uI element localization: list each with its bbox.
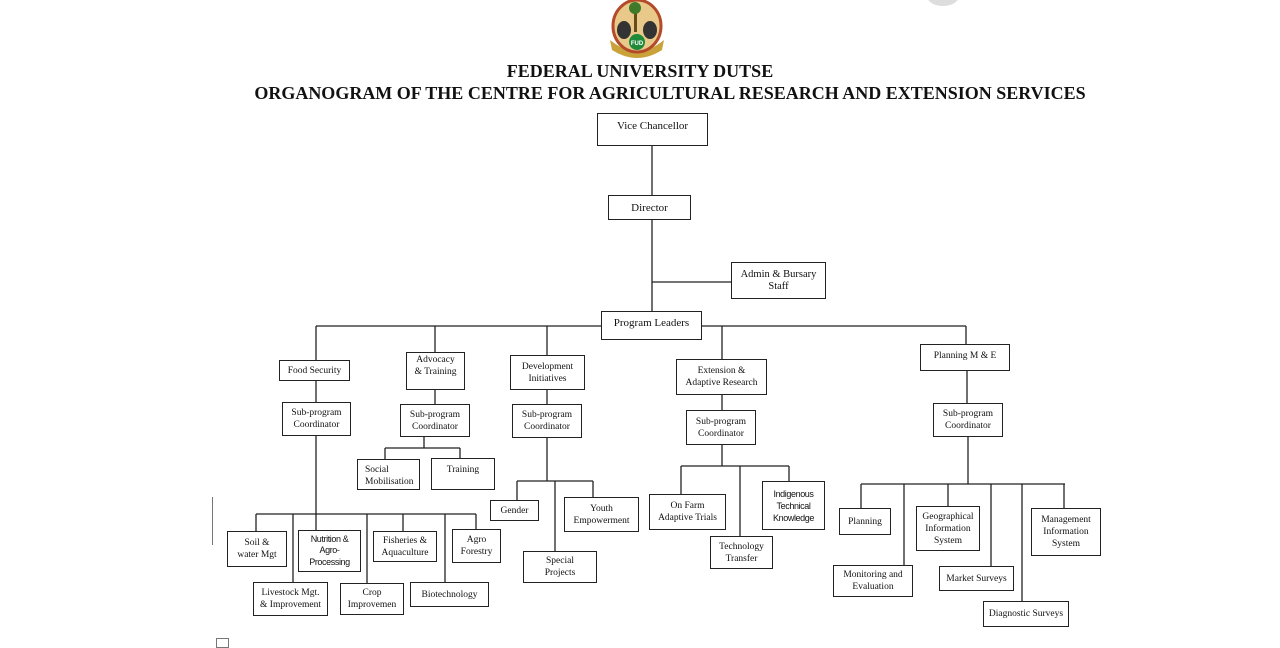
node-mis: Management Information System bbox=[1031, 508, 1101, 556]
university-title: FEDERAL UNIVERSITY DUTSE bbox=[506, 61, 774, 81]
node-diagnostic-surveys: Diagnostic Surveys bbox=[983, 601, 1069, 627]
node-special-projects: Special Projects bbox=[523, 551, 597, 583]
node-technology-transfer: Technology Transfer bbox=[710, 536, 773, 569]
node-soil-water: Soil & water Mgt bbox=[227, 531, 287, 567]
node-nutrition-agro-processing: Nutrition & Agro- Processing bbox=[298, 530, 361, 572]
node-fisheries-aquaculture: Fisheries & Aquaculture bbox=[373, 531, 437, 562]
node-admin-bursary: Admin & Bursary Staff bbox=[731, 262, 826, 299]
node-on-farm-trials: On Farm Adaptive Trials bbox=[649, 494, 726, 530]
university-logo: FUD bbox=[610, 0, 664, 58]
node-youth-empowerment: Youth Empowerment bbox=[564, 497, 639, 532]
node-agro-forestry: Agro Forestry bbox=[452, 529, 501, 563]
node-program-leaders: Program Leaders bbox=[601, 311, 702, 340]
node-market-surveys: Market Surveys bbox=[939, 566, 1014, 591]
grey-circle bbox=[927, 0, 959, 6]
node-sub-coordinator-food: Sub-program Coordinator bbox=[282, 402, 351, 436]
edge-square bbox=[216, 638, 229, 648]
node-monitoring-evaluation: Monitoring and Evaluation bbox=[833, 565, 913, 597]
node-livestock: Livestock Mgt. & Improvement bbox=[253, 582, 328, 616]
node-sub-coordinator-extension: Sub-program Coordinator bbox=[686, 410, 756, 445]
node-biotechnology: Biotechnology bbox=[410, 582, 489, 607]
node-development-initiatives: Development Initiatives bbox=[510, 355, 585, 390]
node-social-mobilisation: Social Mobilisation bbox=[357, 459, 420, 490]
node-crop-improvement: Crop Improvemen bbox=[340, 583, 404, 615]
edge-mark bbox=[212, 497, 213, 545]
node-vice-chancellor: Vice Chancellor bbox=[597, 113, 708, 146]
node-extension-adaptive-research: Extension & Adaptive Research bbox=[676, 359, 767, 395]
organogram-title: ORGANOGRAM OF THE CENTRE FOR AGRICULTURA… bbox=[254, 83, 1086, 103]
node-sub-coordinator-development: Sub-program Coordinator bbox=[512, 404, 582, 438]
node-director: Director bbox=[608, 195, 691, 220]
node-food-security: Food Security bbox=[279, 360, 350, 381]
node-sub-coordinator-planning: Sub-program Coordinator bbox=[933, 403, 1003, 437]
node-training: Training bbox=[431, 458, 495, 490]
svg-text:FUD: FUD bbox=[631, 41, 644, 47]
node-gis: Geographical Information System bbox=[916, 506, 980, 551]
node-sub-coordinator-advocacy: Sub-program Coordinator bbox=[400, 404, 470, 437]
node-advocacy-training: Advocacy & Training bbox=[406, 352, 465, 390]
node-indigenous-knowledge: Indigenous Technical Knowledge bbox=[762, 481, 825, 530]
node-planning-me: Planning M & E bbox=[920, 344, 1010, 371]
node-planning: Planning bbox=[839, 508, 891, 535]
node-gender: Gender bbox=[490, 500, 539, 521]
